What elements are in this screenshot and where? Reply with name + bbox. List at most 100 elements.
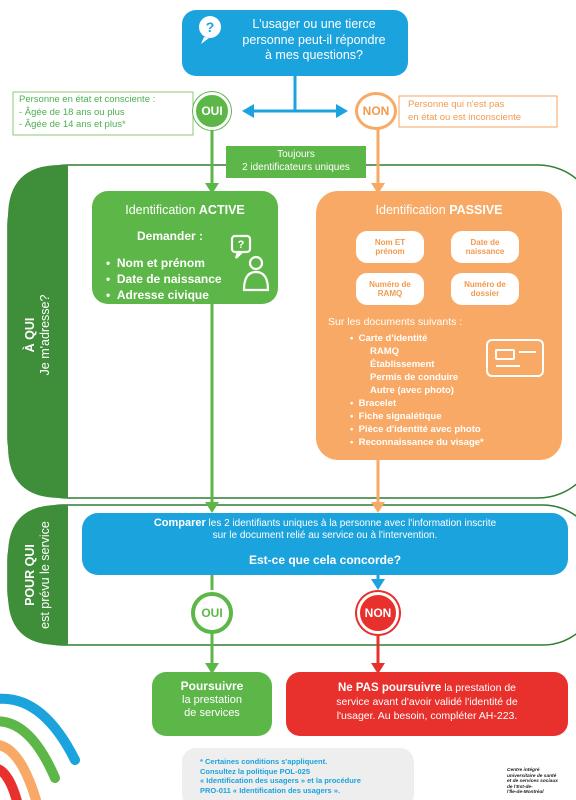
green-flow-line (205, 128, 219, 674)
active-title: Identification ACTIVE (92, 203, 278, 217)
result-yes-text: Poursuivre la prestation de services (152, 679, 272, 721)
section-tab-for-whom (8, 505, 68, 645)
question-line-1: L'usager ou une tierce (252, 17, 376, 31)
result-yes-line-3: de services (184, 707, 240, 719)
org-line-2: universitaire de santé (507, 773, 557, 779)
split-arrows (242, 76, 348, 118)
passive-subitem-other: Autre (avec photo) (370, 385, 454, 396)
passive-doc-photo-id-text: Pièce d'identité avec photo (358, 424, 481, 435)
question-line-3: à mes questions? (265, 48, 363, 62)
pill-name-line-2: prénom (375, 247, 405, 256)
section-tab-who (8, 165, 68, 498)
pill-name-line-1: Nom ET (374, 237, 406, 247)
compare-box (82, 513, 568, 575)
passive-subitem-establishment: Établissement (370, 359, 435, 370)
active-list: • Nom et prénom • Date de naissance • Ad… (106, 255, 222, 303)
passive-subitem-ramq: RAMQ (370, 346, 400, 357)
passive-doc-card-text: Carte d'identité (358, 333, 428, 344)
org-line-1: Centre intégré (507, 768, 540, 773)
bottom-non-badge: NON (357, 592, 399, 634)
section-for-whom-line-2: est prévu le service (38, 521, 52, 629)
passive-doc-face-text: Reconnaissance du visage* (358, 437, 484, 448)
result-no-box (286, 672, 568, 736)
active-ask: Demander : (137, 229, 204, 243)
pill-birthdate-line-1: Date de (470, 237, 500, 247)
footnote-box (182, 748, 414, 800)
left-condition-line-3: - Âgée de 14 ans et plus* (19, 119, 126, 130)
active-item-address-text: Adresse civique (116, 288, 209, 302)
left-condition-box (12, 91, 194, 136)
left-condition-line-1: Personne en état et consciente : (19, 94, 156, 105)
org-logo-text: Centre intégré universitaire de santé et… (507, 768, 575, 796)
result-no-line-1: Ne PAS poursuivre la prestation de (290, 681, 564, 695)
question-text: L'usager ou une tierce personne peut-il … (224, 17, 404, 64)
left-condition-line-2: - Âgée de 18 ans ou plus (19, 106, 125, 118)
pill-ramq-line-2: RAMQ (377, 289, 403, 298)
footnote-text: * Certaines conditions s'appliquent. Con… (200, 757, 410, 795)
unique-ids-line-1: Toujours (277, 149, 315, 160)
right-condition-text: Personne qui n'est pas en état ou est in… (408, 98, 558, 124)
right-condition-box (398, 95, 558, 128)
unique-ids-box (226, 146, 366, 178)
result-yes-box (152, 672, 272, 736)
result-no-line-3: l'usager. Au besoin, compléter AH-223. (336, 710, 518, 722)
result-no-strong: Ne PAS poursuivre (337, 682, 442, 694)
passive-doc-bracelet-text: Bracelet (358, 398, 397, 409)
pill-birthdate-line-2: naissance (465, 247, 505, 256)
footnote-line-1: * Certaines conditions s'appliquent. (200, 757, 328, 766)
pill-file-line-1: Numéro de (464, 279, 506, 289)
compare-rest: les 2 identifiants uniques à la personne… (205, 518, 497, 529)
passive-doc-bracelet: • Bracelet (350, 398, 397, 409)
footnote-line-2: Consultez la politique POL-025 (200, 766, 311, 776)
svg-text:?: ? (206, 19, 215, 35)
result-no-line-2: service avant d'avoir validé l'identité … (336, 696, 518, 708)
question-line-2: personne peut-il répondre (242, 32, 386, 47)
decorative-arcs (0, 693, 80, 800)
bottom-oui-badge: OUI (191, 592, 233, 634)
section-for-whom-line-1: POUR QUI (23, 544, 37, 606)
top-oui-badge: OUI (193, 92, 231, 130)
question-speech-icon: ? (199, 16, 221, 44)
active-item-birthdate: • Date de naissance (106, 272, 222, 286)
active-title-prefix: Identification (125, 203, 199, 217)
unique-ids-text: Toujours 2 identificateurs uniques (226, 148, 366, 174)
org-line-5: l'Île-de-Montréal (507, 790, 544, 796)
org-line-4: de l'Est-de- (507, 784, 533, 790)
passive-doc-sheet: • Fiche signalétique (350, 411, 442, 422)
footnote-line-3: « Identification des usagers » et la pro… (200, 776, 361, 785)
org-line-3: et de services sociaux (507, 779, 558, 785)
result-yes-line-2: la prestation (182, 693, 242, 706)
result-no-text: Ne PAS poursuivre la prestation de servi… (290, 681, 564, 723)
passive-doc-photo-id: • Pièce d'identité avec photo (350, 424, 481, 435)
active-box (92, 191, 278, 304)
right-condition-line-1: Personne qui n'est pas (408, 99, 505, 110)
passive-title-prefix: Identification (375, 203, 450, 217)
result-yes-strong: Poursuivre (180, 679, 244, 693)
compare-text: Comparer les 2 identifiants uniques à la… (86, 517, 564, 542)
active-item-birthdate-text: Date de naissance (116, 272, 222, 286)
footnote-line-4: PRO-011 « Identification des usagers ». (200, 785, 341, 795)
id-card-icon (486, 339, 544, 377)
passive-doc-sheet-text: Fiche signalétique (358, 411, 442, 422)
compare-line-2: sur le document relié au service ou à l'… (212, 530, 438, 541)
question-mark-glyph: ? (238, 239, 245, 251)
question-box (182, 10, 408, 76)
passive-docs-list: • Carte d'identité RAMQ Établissement Pe… (350, 332, 484, 449)
pill-ramq-line-1: Numéro de (369, 279, 411, 289)
compare-strong: Comparer (153, 517, 206, 529)
top-non-badge: NON (355, 92, 397, 130)
red-flow-line (371, 632, 385, 674)
compare-line-1: Comparer les 2 identifiants uniques à la… (86, 517, 564, 530)
passive-doc-card: • Carte d'identité (350, 333, 428, 344)
person-question-icon (230, 234, 270, 292)
result-no-rest: la prestation de (441, 682, 517, 694)
active-item-address: • Adresse civique (106, 288, 209, 302)
left-condition-text: Personne en état et consciente : - Âgée … (19, 94, 194, 132)
passive-title-strong: PASSIVE (449, 203, 503, 217)
passive-title: Identification PASSIVE (316, 203, 562, 217)
